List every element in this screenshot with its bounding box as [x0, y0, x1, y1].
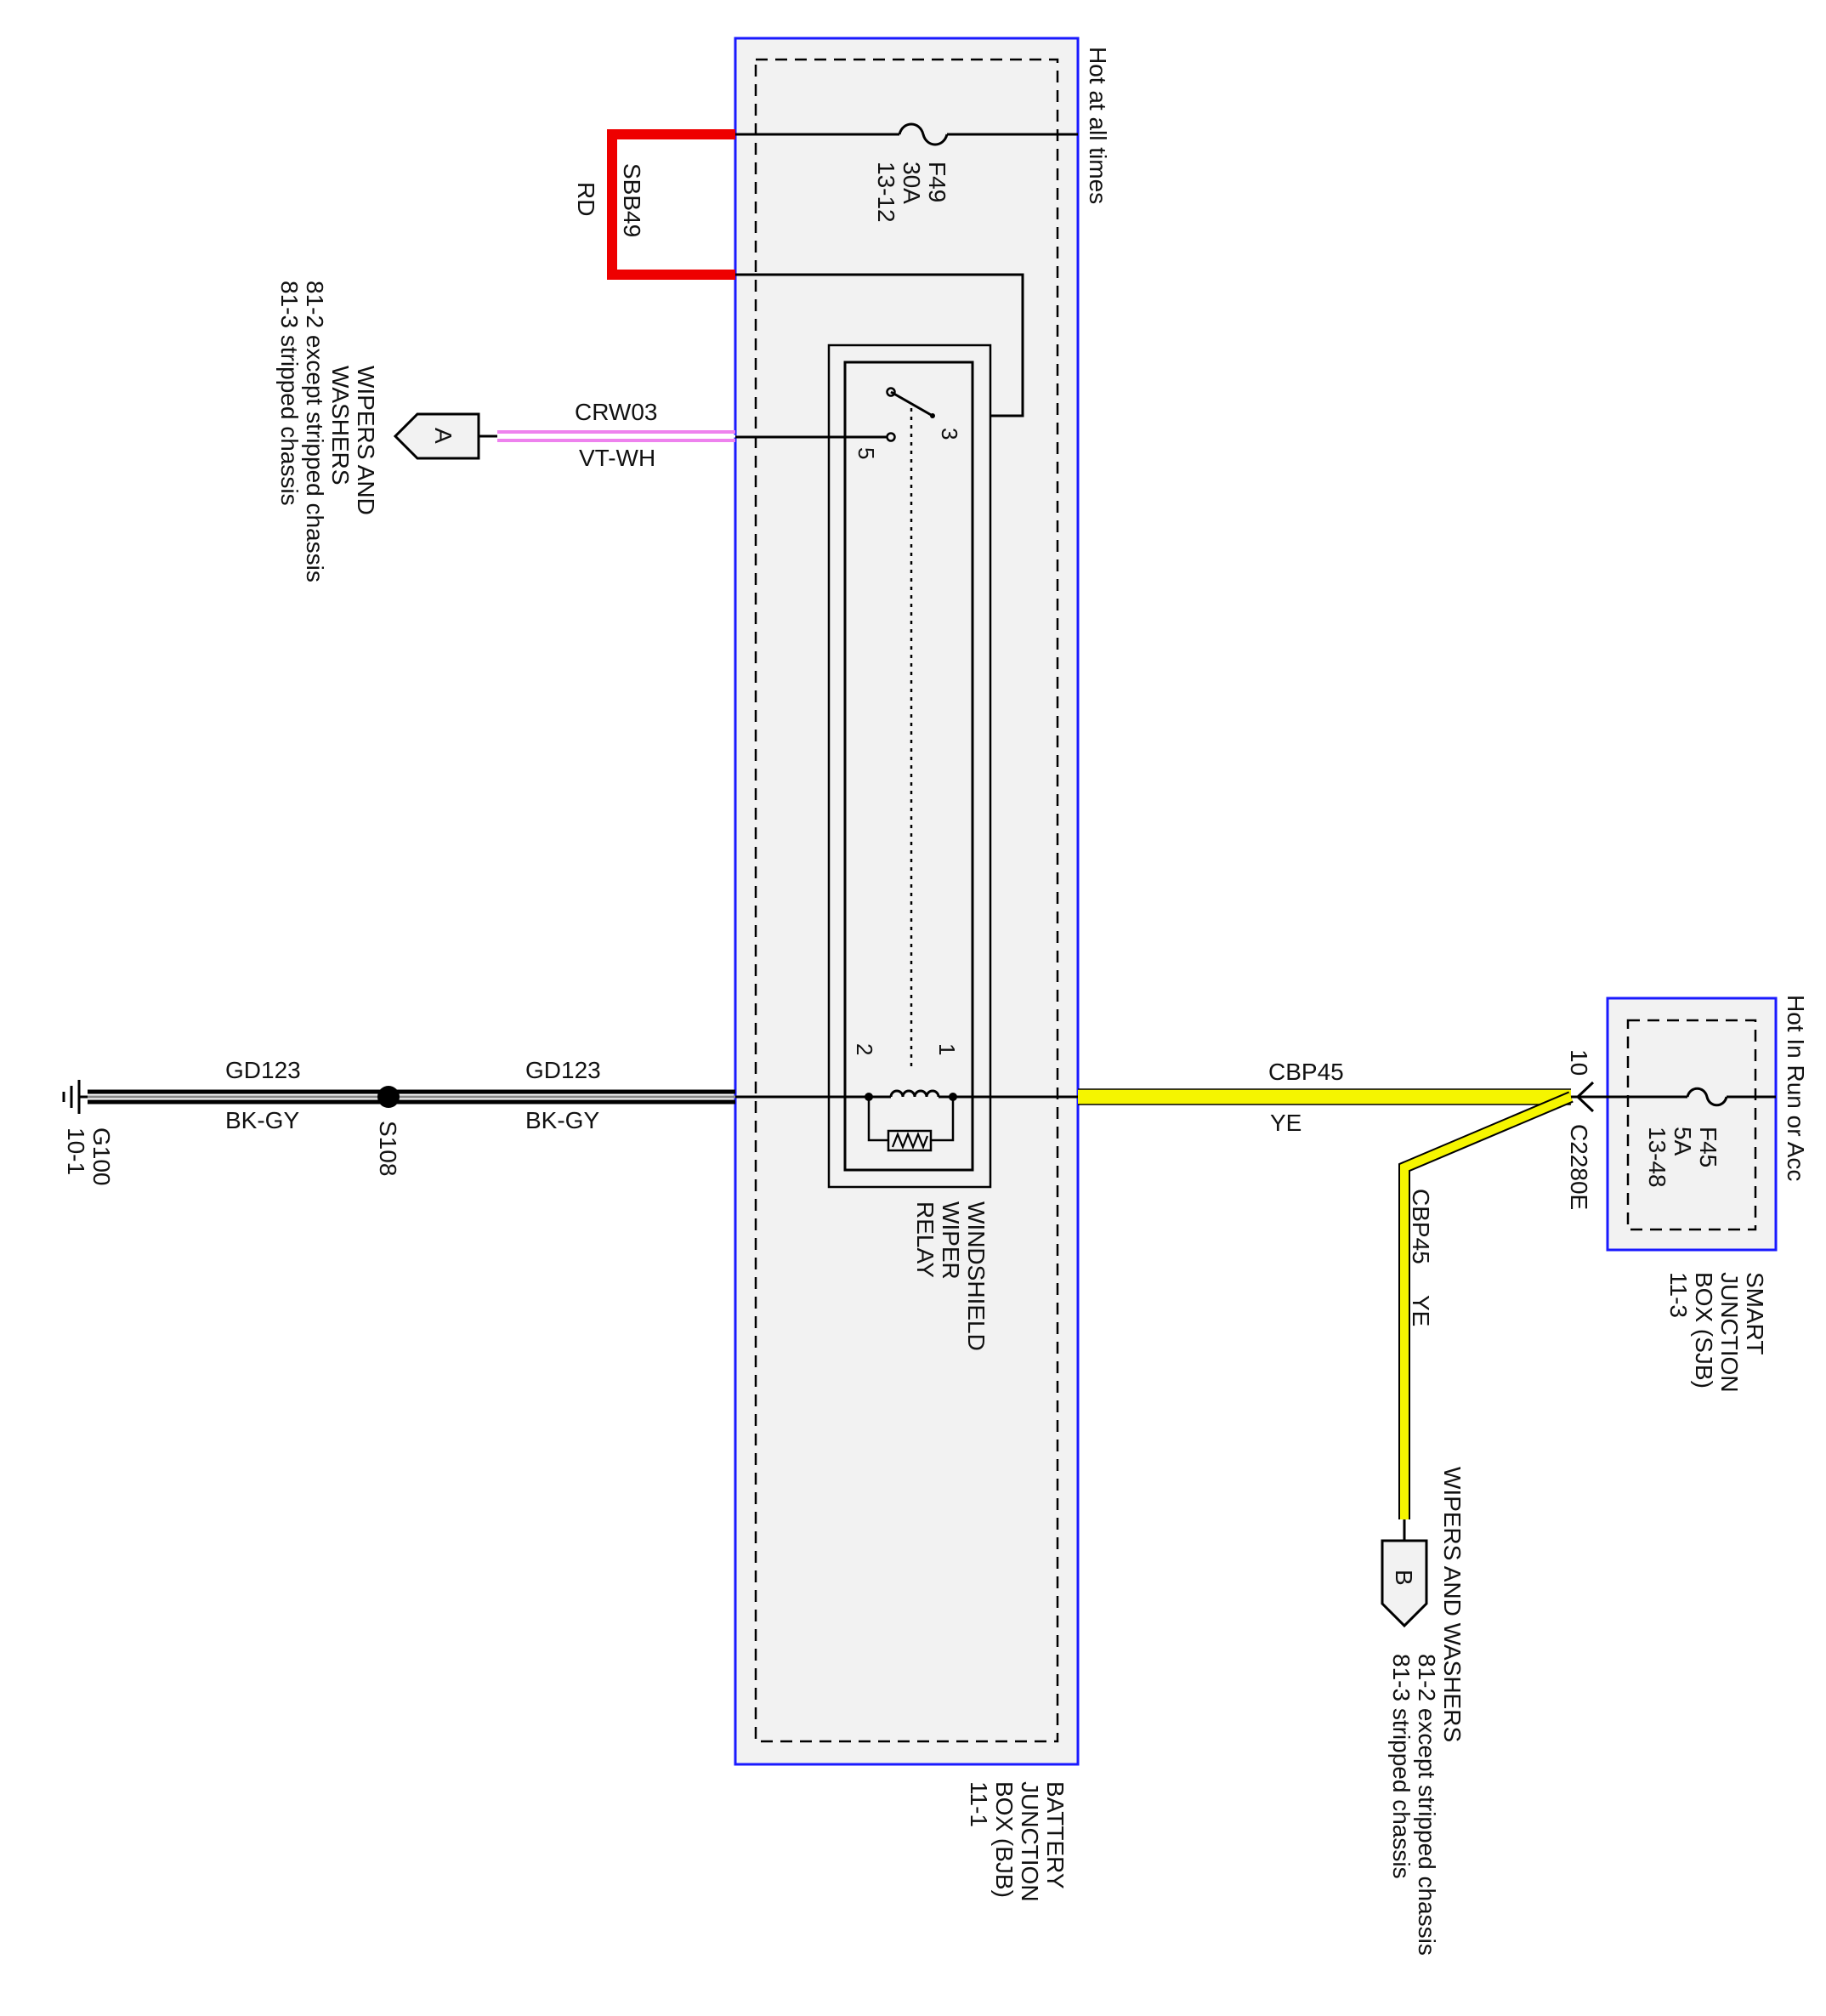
fuse-f45: F45 5A 13-48: [1608, 1087, 1776, 1188]
c2280e-connector-icon: [1575, 1081, 1595, 1113]
sjb-name-line-4: 11-3: [1665, 1272, 1692, 1318]
ground-icon: [62, 1080, 88, 1114]
sjb-name-line-3: BOX (SJB): [1691, 1272, 1717, 1388]
relay-pin-1: 1: [934, 1043, 960, 1055]
fuse-f49: F49 30A 13-12: [735, 122, 1078, 223]
connector-a-line-3: 81-2 except stripped chassis: [302, 281, 328, 582]
bjb-name-line-2: JUNCTION: [1017, 1781, 1043, 1902]
relay-coil-icon: [865, 1089, 957, 1101]
connector-b-line-3: 81-3 stripped chassis: [1388, 1654, 1415, 1879]
connector-b: B WIPERS AND WASHERS 81-2 except strippe…: [1381, 1467, 1466, 1956]
sjb-name-line-2: JUNCTION: [1716, 1272, 1743, 1393]
sjb-supply-label: Hot In Run or Acc: [1783, 995, 1809, 1181]
wire-gd123-right: GD123 BK-GY: [388, 1057, 735, 1133]
relay-inner-border: [843, 361, 974, 1172]
bjb-name-line-4: 11-1: [966, 1781, 992, 1827]
sjb-name-line-1: SMART: [1742, 1272, 1768, 1355]
wire-cbp45-main-color: YE: [1270, 1110, 1301, 1136]
fuse-f49-icon: [898, 122, 949, 146]
relay-pin-3: 3: [937, 428, 962, 440]
wire-gd123-left-circuit: GD123: [225, 1057, 301, 1083]
splice-s108: S108: [375, 1086, 401, 1176]
sjb-name: SMART JUNCTION BOX (SJB) 11-3: [1665, 1272, 1768, 1393]
f45-label: F45 5A 13-48: [1644, 1127, 1721, 1188]
wire-cbp45-branch: CBP45 YE: [1398, 1091, 1574, 1519]
f45-ref: 13-48: [1644, 1127, 1670, 1188]
ground-g100: G100 10-1: [62, 1080, 115, 1186]
f49-label: F49 30A 13-12: [873, 162, 950, 223]
wire-gd123-left: GD123 BK-GY: [88, 1057, 388, 1133]
connector-c2280e: 10 C2280E: [1566, 1049, 1608, 1210]
f45-id: F45: [1695, 1127, 1721, 1167]
connector-a-letter: A: [430, 428, 456, 444]
relay-switch-icon: [886, 387, 935, 1071]
sjb-outer-border: [1606, 997, 1778, 1252]
connector-b-line-1: WIPERS AND WASHERS: [1439, 1467, 1466, 1742]
wire-crw03-color: VT-WH: [579, 445, 655, 471]
wire-cbp45-branch-path: [1400, 1093, 1573, 1519]
connector-b-line-2: 81-2 except stripped chassis: [1414, 1654, 1440, 1956]
wire-gd123-right-circuit: GD123: [525, 1057, 601, 1083]
windshield-wiper-relay: 3 5 2 1 WINDSHIELD WIPER R: [735, 344, 992, 1351]
ground-id: G100: [88, 1127, 115, 1186]
wire-crw03-circuit: CRW03: [575, 399, 658, 425]
bjb-supply-label: Hot at all times: [1085, 47, 1111, 204]
relay-name-line-1: WINDSHIELD: [963, 1201, 990, 1351]
battery-junction-box: Hot at all times BATTERY JUNCTION BOX (B…: [734, 37, 1111, 1902]
bjb-name-line-3: BOX (BJB): [991, 1781, 1018, 1898]
wire-crw03: CRW03 VT-WH: [479, 399, 735, 471]
f49-rating: 30A: [899, 162, 925, 204]
wire-gd123-left-color: BK-GY: [225, 1107, 299, 1133]
wire-cbp45-branch-color: YE: [1408, 1295, 1434, 1326]
bjb-name: BATTERY JUNCTION BOX (BJB) 11-1: [966, 1781, 1069, 1902]
resistor-icon: [867, 1097, 955, 1152]
relay-name-line-2: WIPER: [938, 1201, 964, 1280]
relay-name: WINDSHIELD WIPER RELAY: [912, 1201, 990, 1351]
relay-pin-2: 2: [852, 1043, 877, 1055]
connector-a-icon: [393, 412, 480, 460]
relay-name-line-3: RELAY: [912, 1201, 939, 1278]
wire-cbp45-main: CBP45 YE: [1078, 1059, 1571, 1136]
connector-b-label: WIPERS AND WASHERS 81-2 except stripped …: [1388, 1467, 1466, 1956]
wire-sbb49: SBB49 RD: [573, 129, 735, 280]
ground-label: G100 10-1: [63, 1127, 115, 1186]
bjb-inner-dashed-border: [754, 58, 1059, 1743]
wire-sbb49-color: RD: [573, 182, 599, 216]
bjb-name-line-1: BATTERY: [1042, 1781, 1069, 1889]
connector-a-line-2: WASHERS: [327, 366, 354, 486]
relay-pin-5: 5: [853, 447, 879, 459]
f45-rating: 5A: [1670, 1127, 1696, 1156]
connector-a-label: WIPERS AND WASHERS 81-2 except stripped …: [276, 281, 379, 582]
c2280e-id: C2280E: [1566, 1124, 1592, 1210]
splice-s108-id: S108: [375, 1121, 401, 1176]
smart-junction-box: 10 C2280E F45 5A 13-48 Hot In Run or Acc…: [1566, 995, 1809, 1393]
wire-gd123-right-color: BK-GY: [525, 1107, 599, 1133]
f49-id: F49: [924, 162, 950, 202]
splice-s108-icon: [377, 1086, 400, 1108]
connector-a-line-4: 81-3 stripped chassis: [276, 281, 303, 506]
sjb-inner-dashed-border: [1626, 1019, 1757, 1231]
f49-ref: 13-12: [873, 162, 899, 223]
wire-sbb49-circuit: SBB49: [619, 163, 645, 237]
connector-a-line-1: WIPERS AND: [353, 366, 379, 515]
connector-a: A WIPERS AND WASHERS 81-2 except strippe…: [276, 281, 480, 582]
wire-sbb49-path: [607, 129, 735, 280]
fuse-f45-icon: [1686, 1087, 1728, 1107]
ground-ref: 10-1: [63, 1127, 89, 1175]
connector-b-letter: B: [1391, 1570, 1417, 1586]
wire-cbp45-main-circuit: CBP45: [1268, 1059, 1344, 1085]
wire-cbp45-branch-circuit: CBP45: [1408, 1189, 1434, 1264]
connector-b-icon: [1381, 1539, 1428, 1628]
c2280e-pin: 10: [1566, 1049, 1592, 1076]
